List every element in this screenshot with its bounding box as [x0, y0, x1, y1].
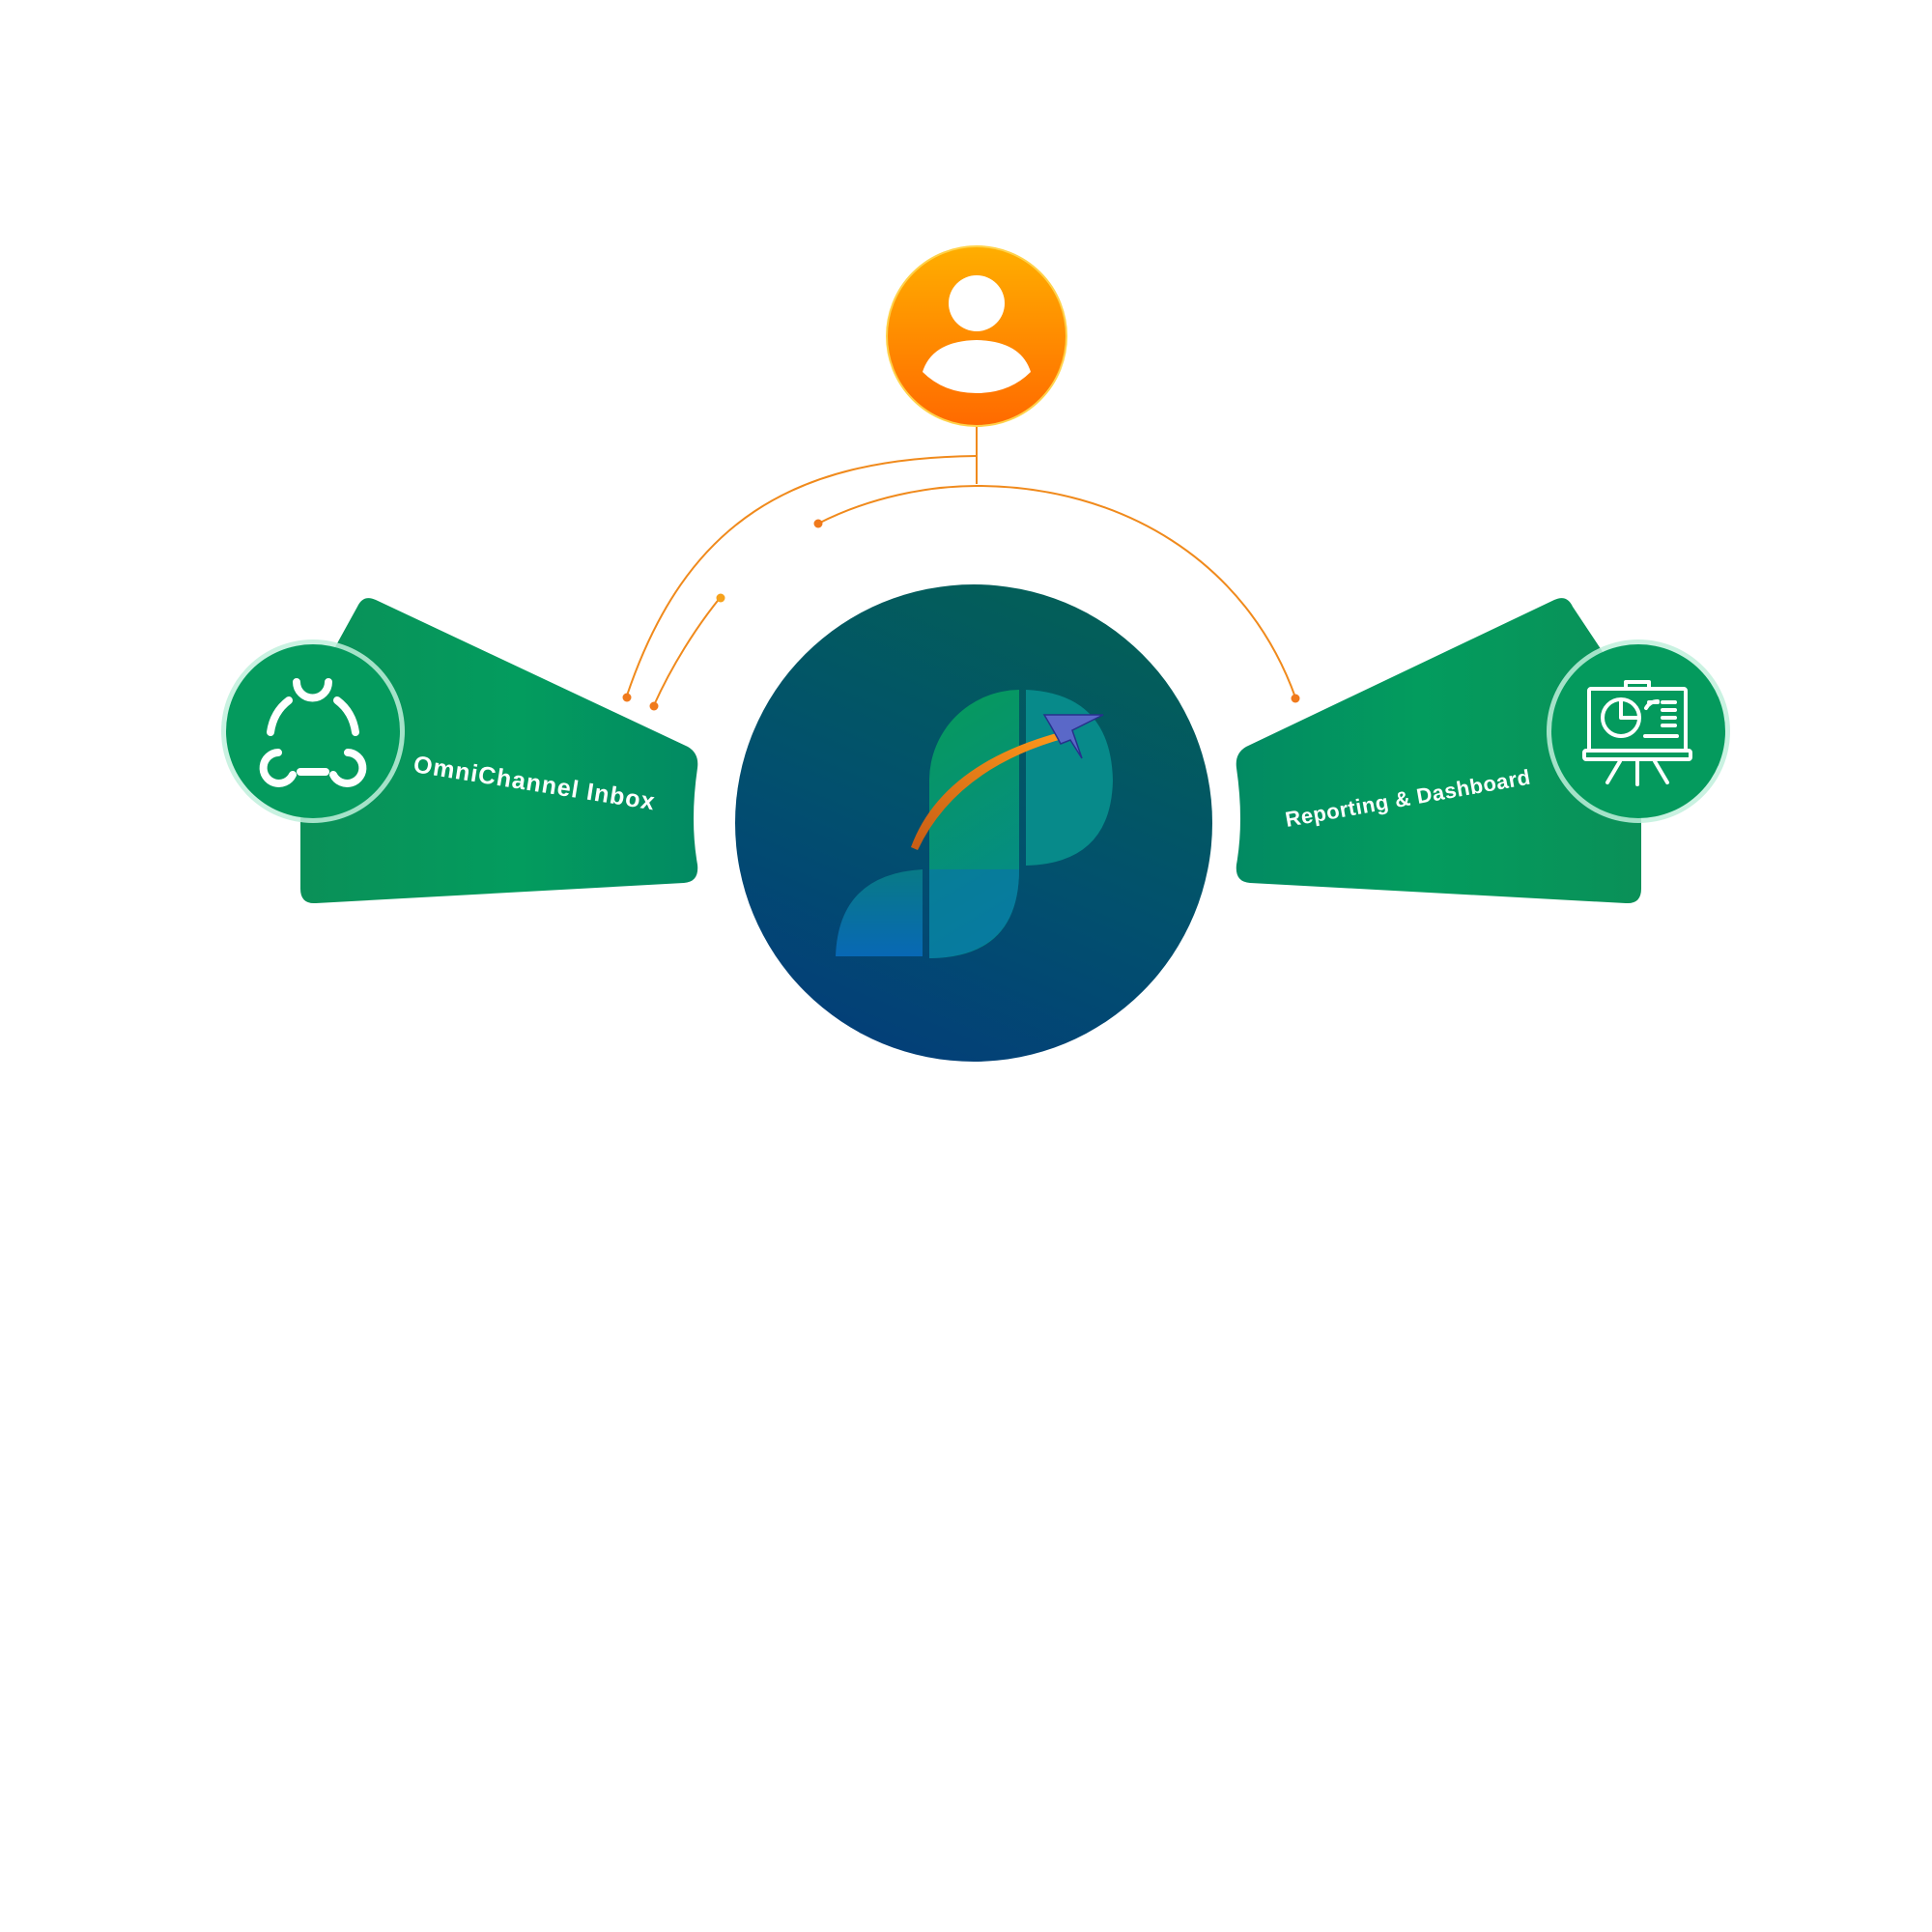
connector-arc-outer-left — [626, 455, 978, 696]
user-node[interactable] — [886, 245, 1067, 427]
user-node-circle — [886, 245, 1067, 427]
center-logo-node[interactable] — [735, 584, 1212, 1062]
logo-jet — [1042, 714, 1104, 759]
omnichannel-icon-badge — [226, 644, 400, 818]
connector-arc-right — [817, 484, 1296, 698]
connector-dot — [716, 593, 725, 603]
logo-right-bowl — [1026, 690, 1113, 866]
omnichannel-inbox-card[interactable]: OmniChannel Inbox — [221, 598, 698, 904]
team-connection-icon — [259, 678, 367, 787]
logo-lower-stem — [929, 869, 1019, 958]
logo-lower-left — [836, 869, 923, 956]
connector-dot — [622, 693, 632, 702]
connector-dot — [649, 701, 659, 711]
reporting-dashboard-card-shape — [1236, 598, 1641, 904]
connector-lines — [626, 425, 1296, 706]
rocket-logo-icon — [836, 690, 1113, 958]
connector-dot — [813, 519, 823, 528]
omnichannel-inbox-card-shape — [300, 598, 698, 904]
connector-dots — [622, 519, 1300, 711]
user-icon — [923, 275, 1031, 393]
connector-arc-inner-left — [653, 596, 722, 706]
reporting-dashboard-card[interactable]: Reporting & Dashboard — [1236, 598, 1730, 904]
connector-dot — [1291, 694, 1300, 703]
reporting-icon-badge — [1551, 644, 1725, 818]
presentation-chart-icon — [1582, 680, 1692, 786]
